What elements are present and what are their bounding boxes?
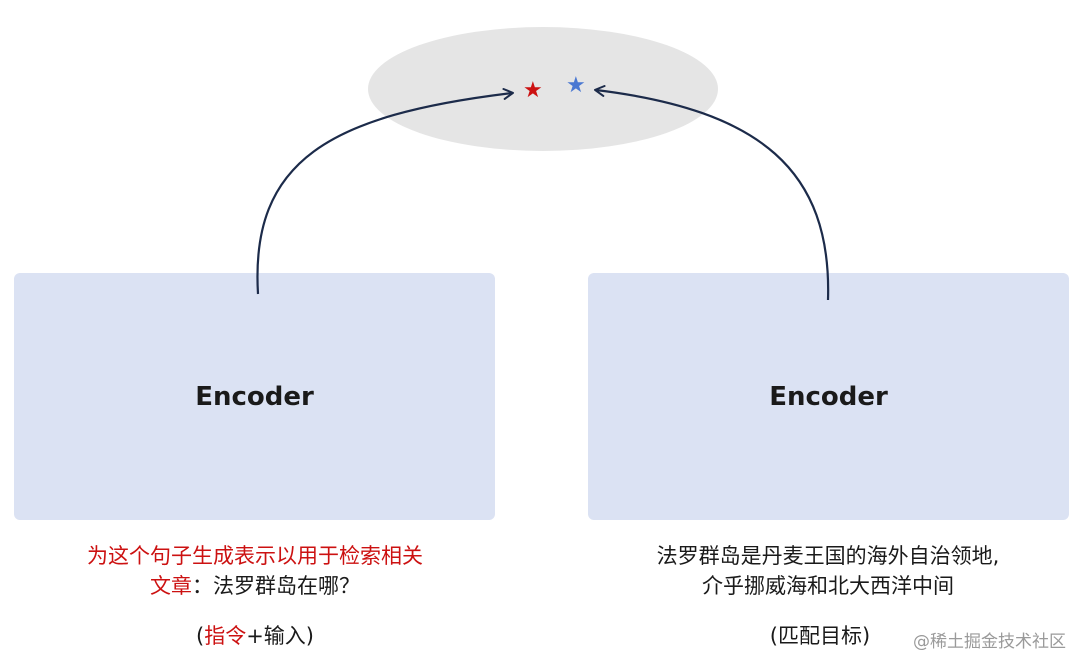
- target-encoder-box: Encoder: [588, 273, 1069, 520]
- input-text: ：法罗群岛在哪？: [192, 574, 360, 598]
- query-encoder-box: Encoder: [14, 273, 495, 520]
- instruction-text-line2: 文章: [150, 574, 192, 598]
- tag-instruction: 指令: [204, 624, 247, 648]
- tag-input: +输入): [246, 624, 314, 648]
- watermark: @稀土掘金技术社区: [913, 632, 1066, 652]
- target-encoder-label: Encoder: [769, 381, 888, 412]
- embedding-space: [368, 27, 718, 151]
- query-embedding-star-icon: ★: [523, 78, 543, 103]
- query-text-line2: 文章：法罗群岛在哪？: [20, 571, 490, 601]
- target-text-line1: 法罗群岛是丹麦王国的海外自治领地,: [656, 544, 1000, 568]
- target-text-line2: 介乎挪威海和北大西洋中间: [702, 574, 954, 598]
- query-encoder-label: Encoder: [195, 381, 314, 412]
- instruction-text-line1: 为这个句子生成表示以用于检索相关: [87, 544, 423, 568]
- target-embedding-star-icon: ★: [566, 73, 586, 98]
- query-tag: (指令+输入): [196, 624, 314, 648]
- target-tag: (匹配目标): [769, 624, 871, 648]
